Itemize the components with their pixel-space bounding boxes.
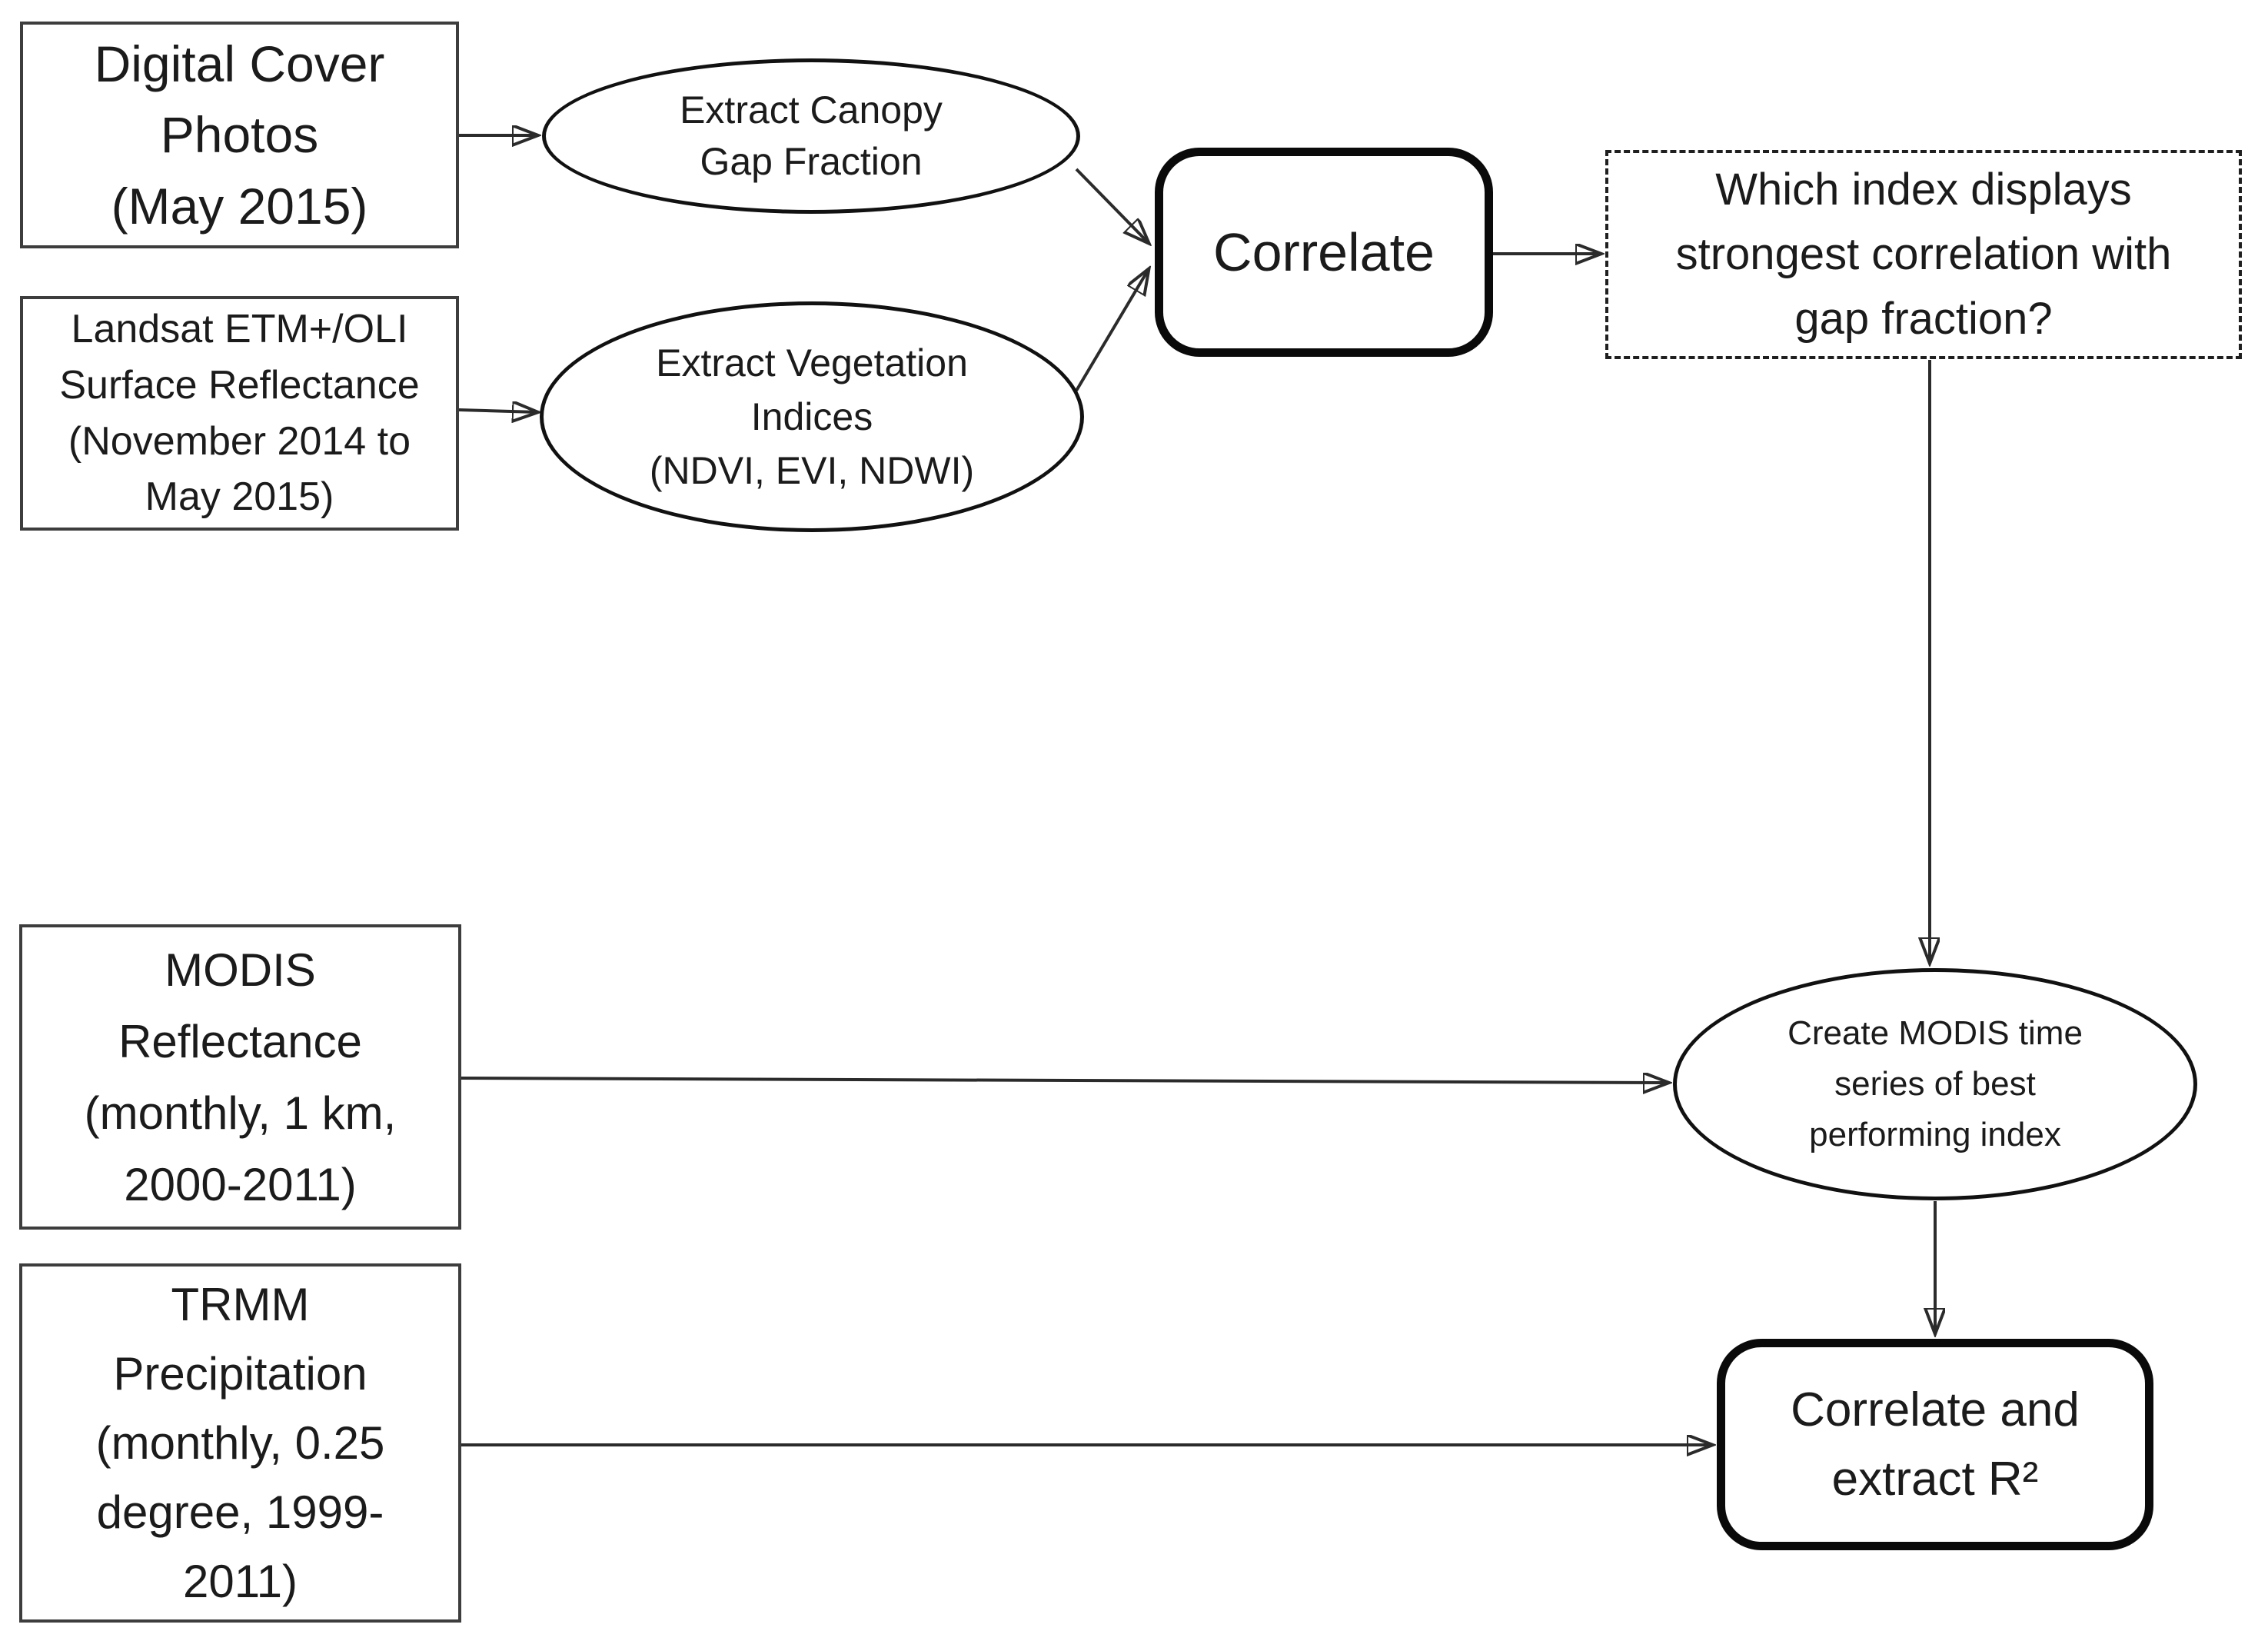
node-correlate-extract-r2: Correlate and extract R²: [1717, 1339, 2153, 1550]
node-modis-reflectance-label: MODIS Reflectance (monthly, 1 km, 2000-2…: [84, 944, 397, 1210]
node-create-modis-time-series: Create MODIS time series of best perform…: [1673, 968, 2197, 1200]
node-extract-vegetation-indices-label: Extract Vegetation Indices (NDVI, EVI, N…: [649, 341, 975, 492]
node-trmm-precipitation-label: TRMM Precipitation (monthly, 0.25 degree…: [95, 1278, 385, 1607]
node-trmm-precipitation: TRMM Precipitation (monthly, 0.25 degree…: [19, 1263, 461, 1623]
node-extract-vegetation-indices: Extract Vegetation Indices (NDVI, EVI, N…: [540, 301, 1084, 532]
node-digital-cover-photos-label: Digital Cover Photos (May 2015): [94, 35, 385, 235]
node-modis-reflectance: MODIS Reflectance (monthly, 1 km, 2000-2…: [19, 924, 461, 1230]
arrow-extract-gap-to-correlate: [1075, 168, 1149, 243]
node-digital-cover-photos: Digital Cover Photos (May 2015): [20, 22, 459, 248]
node-landsat-surface-reflectance: Landsat ETM+/OLI Surface Reflectance (No…: [20, 296, 459, 531]
node-correlate-label: Correlate: [1213, 221, 1435, 282]
arrow-extract-vi-to-correlate: [1075, 269, 1149, 392]
node-extract-canopy-gap-fraction: Extract Canopy Gap Fraction: [542, 58, 1080, 214]
node-question-strongest-correlation: Which index displays strongest correlati…: [1605, 150, 2242, 359]
node-landsat-surface-reflectance-label: Landsat ETM+/OLI Surface Reflectance (No…: [59, 306, 420, 520]
node-correlate: Correlate: [1155, 148, 1493, 357]
arrow-modis-to-modis-ts: [461, 1078, 1668, 1083]
arrow-landsat-to-extract-vi: [458, 410, 537, 412]
node-correlate-extract-r2-label: Correlate and extract R²: [1791, 1383, 2080, 1506]
node-create-modis-time-series-label: Create MODIS time series of best perform…: [1787, 1014, 2083, 1153]
node-question-strongest-correlation-label: Which index displays strongest correlati…: [1675, 164, 2172, 345]
node-extract-canopy-gap-fraction-label: Extract Canopy Gap Fraction: [680, 88, 943, 184]
